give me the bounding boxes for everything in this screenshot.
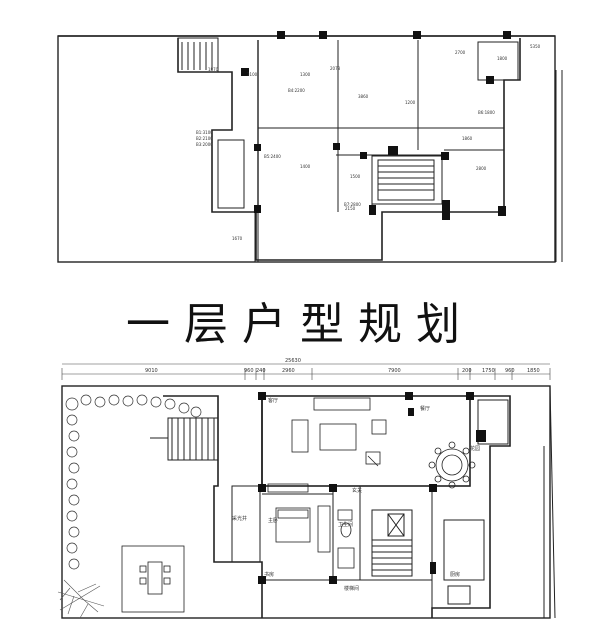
room-label-study: 书房 [264, 571, 274, 578]
top-plan-small-label: B7:2800 [344, 202, 361, 207]
top-plan-label: 1400 [300, 164, 311, 169]
dimension-label: 200 [462, 368, 472, 374]
top-plan-columns [241, 31, 511, 220]
top-plan-label: 3860 [358, 94, 369, 99]
top-plan-label: 1870 [208, 67, 219, 72]
room-label-master-bedroom: 主卧 [268, 517, 278, 524]
top-plan-small-label: B1:3100 [196, 130, 213, 135]
room-labels: 客厅 餐厅 主卧 采光井 玄关 卫生间 书房 楼梯间 厨房 花园 [232, 397, 480, 592]
top-plan-label: 1500 [350, 174, 361, 179]
top-plan-small-label: B2:2100 [196, 136, 213, 141]
room-label-bathroom: 卫生间 [338, 521, 353, 528]
top-plan-label: 2800 [476, 166, 487, 171]
top-plan-label: 5350 [530, 44, 541, 49]
top-plan-stair [177, 37, 435, 201]
garden-hedge [65, 394, 202, 570]
dimension-label: 1850 [527, 368, 540, 374]
dimension-label: 9010 [145, 368, 158, 374]
room-label-light-well: 采光井 [232, 515, 247, 522]
top-plan-label: 2150 [345, 206, 356, 211]
dimension-label: 960 [505, 368, 515, 374]
room-label-living: 客厅 [268, 397, 278, 404]
top-plan-small-label: B3:2000 [196, 142, 213, 147]
plan-title: 一层户型规划 [126, 299, 474, 350]
top-floor-plan [57, 35, 563, 263]
room-label-dining: 餐厅 [420, 405, 430, 412]
tree-sketch [57, 579, 105, 619]
dimension-label: 7900 [388, 368, 401, 374]
central-stair [371, 509, 413, 577]
top-plan-label: 1300 [300, 72, 311, 77]
room-label-kitchen: 厨房 [450, 571, 460, 578]
top-plan-label: 3100 [247, 72, 258, 77]
room-label-garden: 花园 [470, 445, 480, 452]
top-plan-label: 2700 [455, 50, 466, 55]
master-bedroom-bed [267, 483, 331, 553]
top-plan-building-outline [177, 38, 521, 261]
bottom-plan-boundary [61, 385, 551, 619]
living-room-furniture [291, 397, 387, 467]
total-dimension: 25630 [285, 358, 301, 364]
bottom-plan-stair [150, 417, 219, 461]
top-plan-labels: 1870 3100 1300 2078 3860 1200 2700 1800 … [196, 44, 541, 241]
dimension-label: 240 [256, 368, 266, 374]
top-plan-label: 1800 [497, 56, 508, 61]
dimension-label: 2960 [282, 368, 295, 374]
dimension-labels: 25630 9010 960 240 2960 7900 200 1750 96… [145, 358, 540, 374]
top-plan-small-label: B5:2400 [264, 154, 281, 159]
room-label-hall: 玄关 [352, 487, 362, 494]
dimension-chain [61, 363, 551, 380]
top-plan-label: 1200 [405, 100, 416, 105]
top-plan-boundary [57, 35, 556, 263]
top-plan-small-label: B4:2200 [288, 88, 305, 93]
dimension-label: 960 [244, 368, 254, 374]
bottom-plan-columns [258, 392, 486, 584]
top-plan-label: 1670 [232, 236, 243, 241]
dining-table [428, 441, 476, 489]
outdoor-table [121, 545, 185, 613]
dimension-label: 1750 [482, 368, 495, 374]
top-plan-small-label: B6:1800 [478, 110, 495, 115]
top-plan-label: 2078 [330, 66, 341, 71]
top-plan-label: 1860 [462, 136, 473, 141]
bottom-floor-plan [61, 385, 556, 619]
room-label-stair: 楼梯间 [344, 585, 359, 592]
bathroom-fixtures [337, 509, 355, 569]
